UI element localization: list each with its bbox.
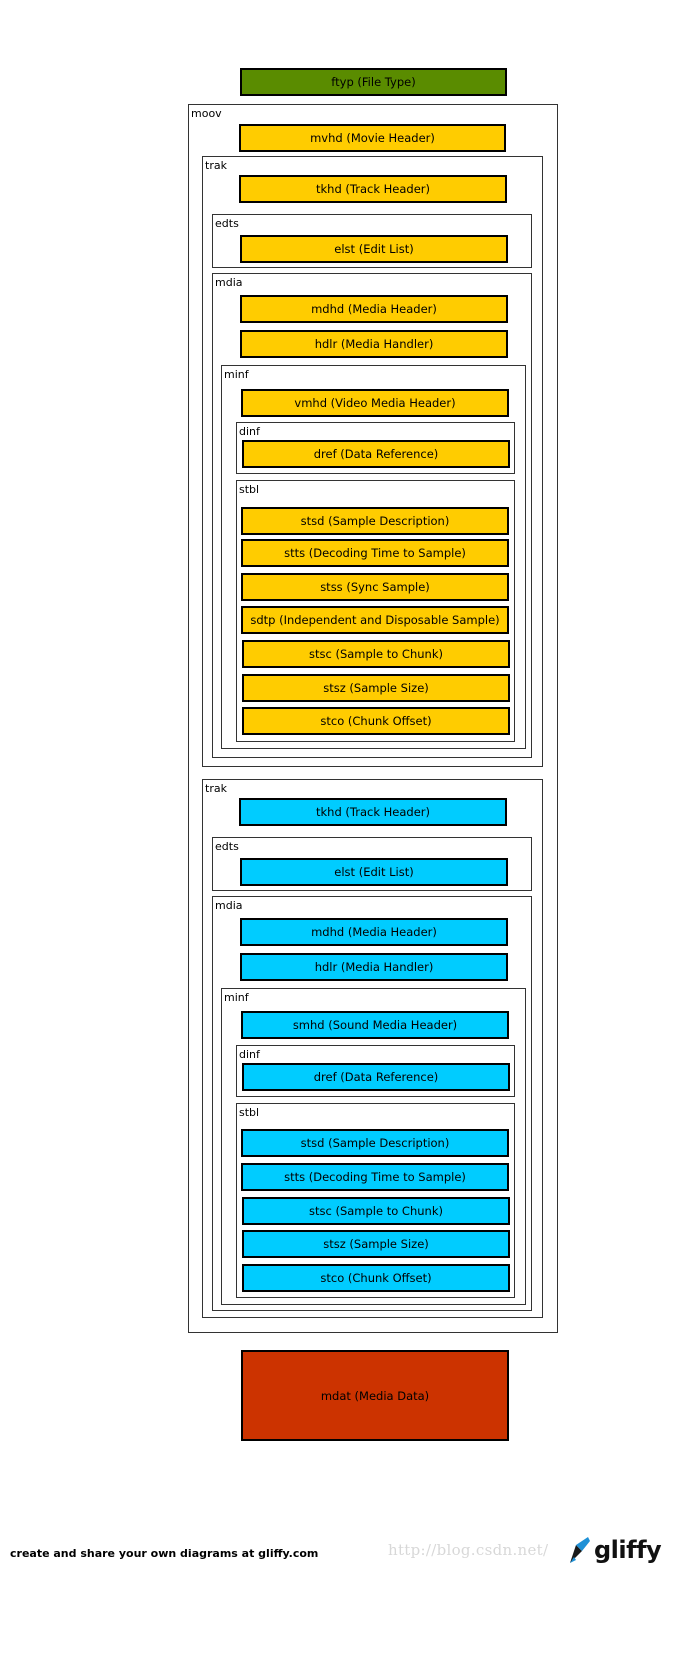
stbl-item-label: stsz (Sample Size)	[323, 681, 429, 695]
trak1-mdhd-box: mdhd (Media Header)	[240, 295, 508, 323]
mdat-label: mdat (Media Data)	[320, 1388, 430, 1403]
trak2-stbl-item: stts (Decoding Time to Sample)	[241, 1163, 509, 1191]
trak1-minf-label: minf	[224, 368, 249, 381]
trak1-stbl-item: stsc (Sample to Chunk)	[242, 640, 510, 668]
trak2-stbl-label: stbl	[239, 1106, 260, 1119]
trak2-mdhd-box: mdhd (Media Header)	[240, 918, 508, 946]
ftyp-box: ftyp (File Type)	[240, 68, 507, 96]
stbl-item-label: stts (Decoding Time to Sample)	[284, 1170, 466, 1184]
trak2-dref-box: dref (Data Reference)	[242, 1063, 510, 1091]
trak1-mdia-label: mdia	[215, 276, 243, 289]
trak1-hdlr-box: hdlr (Media Handler)	[240, 330, 508, 358]
trak1-dref-box: dref (Data Reference)	[242, 440, 510, 468]
trak1-label: trak	[205, 159, 227, 172]
trak2-stbl-item: stsd (Sample Description)	[241, 1129, 509, 1157]
trak2-dinf-label: dinf	[239, 1048, 260, 1061]
trak2-smhd-label: smhd (Sound Media Header)	[292, 1018, 458, 1032]
trak1-edts-label: edts	[215, 217, 239, 230]
trak1-elst-box: elst (Edit List)	[240, 235, 508, 263]
mdat-box: mdat (Media Data)	[241, 1350, 509, 1441]
trak1-stbl-label: stbl	[239, 483, 260, 496]
trak1-vmhd-label: vmhd (Video Media Header)	[294, 396, 456, 410]
stbl-item-label: stsc (Sample to Chunk)	[309, 647, 443, 661]
gliffy-brand: gliffy	[594, 1536, 662, 1564]
gliffy-logo[interactable]: gliffy	[566, 1533, 688, 1567]
gliffy-pen-icon	[570, 1537, 590, 1563]
ftyp-label: ftyp (File Type)	[331, 75, 416, 89]
trak2-tkhd-label: tkhd (Track Header)	[315, 805, 430, 819]
stbl-item-label: stsd (Sample Description)	[300, 1136, 450, 1150]
trak2-stbl-item: stco (Chunk Offset)	[242, 1264, 510, 1292]
trak2-elst-label: elst (Edit List)	[334, 865, 414, 879]
trak2-mdia-label: mdia	[215, 899, 243, 912]
stbl-item-label: stco (Chunk Offset)	[320, 714, 432, 728]
moov-label: moov	[191, 107, 222, 120]
trak2-tkhd-box: tkhd (Track Header)	[239, 798, 507, 826]
trak1-stbl-item: stts (Decoding Time to Sample)	[241, 539, 509, 567]
trak1-stbl-item: stsd (Sample Description)	[241, 507, 509, 535]
trak2-elst-box: elst (Edit List)	[240, 858, 508, 886]
trak1-hdlr-label: hdlr (Media Handler)	[314, 337, 434, 351]
trak1-mdhd-label: mdhd (Media Header)	[311, 302, 437, 316]
stbl-item-label: stsc (Sample to Chunk)	[309, 1204, 443, 1218]
trak1-vmhd-box: vmhd (Video Media Header)	[241, 389, 509, 417]
stbl-item-label: stss (Sync Sample)	[320, 580, 430, 594]
trak2-stbl-item: stsz (Sample Size)	[242, 1230, 510, 1258]
trak1-dref-label: dref (Data Reference)	[313, 447, 439, 461]
stbl-item-label: stsz (Sample Size)	[323, 1237, 429, 1251]
stbl-item-label: stco (Chunk Offset)	[320, 1271, 432, 1285]
stbl-item-label: stsd (Sample Description)	[300, 514, 450, 528]
trak1-tkhd-label: tkhd (Track Header)	[315, 182, 430, 196]
trak2-hdlr-label: hdlr (Media Handler)	[314, 960, 434, 974]
trak1-stbl-item: stco (Chunk Offset)	[242, 707, 510, 735]
stbl-item-label: stts (Decoding Time to Sample)	[284, 546, 466, 560]
trak2-minf-label: minf	[224, 991, 249, 1004]
trak1-stbl-item: stss (Sync Sample)	[241, 573, 509, 601]
trak2-hdlr-box: hdlr (Media Handler)	[240, 953, 508, 981]
mvhd-box: mvhd (Movie Header)	[239, 124, 506, 152]
trak1-tkhd-box: tkhd (Track Header)	[239, 175, 507, 203]
watermark-text: http://blog.csdn.net/	[388, 1541, 549, 1559]
trak2-smhd-box: smhd (Sound Media Header)	[241, 1011, 509, 1039]
trak2-stbl-item: stsc (Sample to Chunk)	[242, 1197, 510, 1225]
mvhd-label: mvhd (Movie Header)	[310, 131, 435, 145]
trak2-label: trak	[205, 782, 227, 795]
trak1-stbl-item: stsz (Sample Size)	[242, 674, 510, 702]
trak2-dref-label: dref (Data Reference)	[313, 1070, 439, 1084]
footer-text: create and share your own diagrams at gl…	[10, 1547, 319, 1560]
trak2-mdhd-label: mdhd (Media Header)	[311, 925, 437, 939]
trak1-stbl-item: sdtp (Independent and Disposable Sample)	[241, 606, 509, 634]
trak1-dinf-label: dinf	[239, 425, 260, 438]
trak2-edts-label: edts	[215, 840, 239, 853]
trak1-elst-label: elst (Edit List)	[334, 242, 414, 256]
stbl-item-label: sdtp (Independent and Disposable Sample)	[250, 613, 500, 627]
